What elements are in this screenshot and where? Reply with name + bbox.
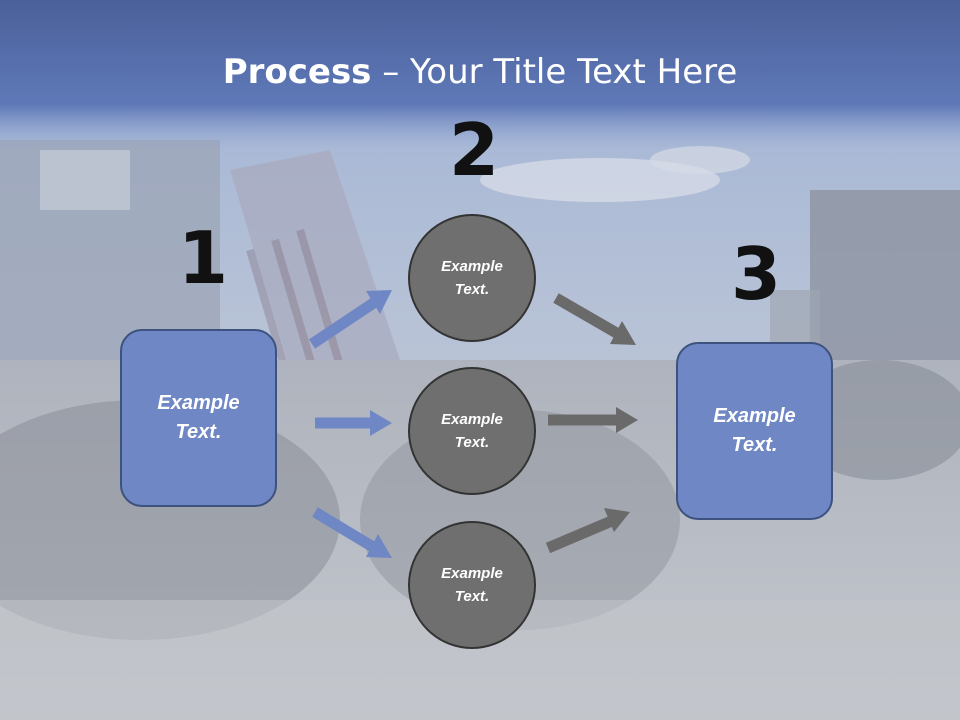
step-2-number: 2: [449, 108, 500, 192]
step-1-text: Example Text.: [157, 392, 240, 443]
gray-arrow-down: [553, 293, 636, 345]
page-title: Process – Your Title Text Here: [0, 52, 960, 92]
step-1-box[interactable]: Example Text.: [120, 329, 277, 507]
circle-top-text: Example Text.: [441, 258, 503, 298]
blue-arrow-down: [312, 507, 392, 558]
title-rest: – Your Title Text Here: [371, 52, 738, 92]
blue-arrow-right: [315, 410, 392, 436]
step-3-number: 3: [731, 232, 782, 316]
step-3-text: Example Text.: [713, 405, 796, 456]
blue-arrow-up: [308, 290, 392, 349]
gray-arrow-up: [545, 508, 630, 554]
step-3-box[interactable]: Example Text.: [676, 342, 833, 520]
title-bold: Process: [222, 52, 372, 92]
step-2-circle-middle[interactable]: Example Text.: [408, 367, 536, 495]
step-1-number: 1: [178, 216, 229, 300]
circle-middle-text: Example Text.: [441, 411, 503, 451]
title-band: [0, 0, 960, 150]
circle-bottom-text: Example Text.: [441, 565, 503, 605]
gray-arrow-right: [548, 407, 638, 433]
step-2-circle-bottom[interactable]: Example Text.: [408, 521, 536, 649]
step-2-circle-top[interactable]: Example Text.: [408, 214, 536, 342]
